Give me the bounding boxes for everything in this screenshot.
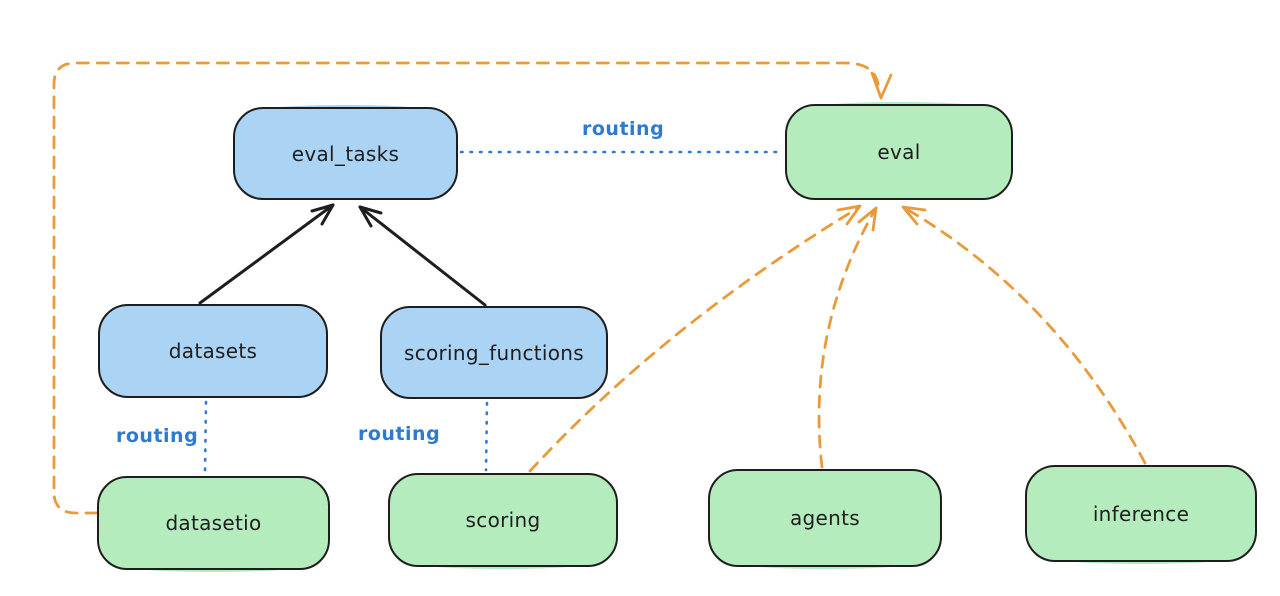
edge-agents-to-eval — [817, 206, 878, 469]
node-eval-tasks-label: eval_tasks — [291, 141, 400, 166]
arrowhead — [870, 71, 893, 100]
edge-scoring-functions-to-eval-tasks — [358, 205, 487, 307]
edge-inference-to-eval — [901, 205, 1147, 465]
arrowhead — [857, 206, 878, 232]
node-eval-label: eval — [877, 140, 921, 164]
node-scoring: scoring — [388, 473, 618, 569]
node-datasetio-label: datasetio — [165, 511, 262, 535]
arrowhead — [310, 203, 335, 226]
node-inference: inference — [1025, 465, 1257, 564]
node-scoring-label: scoring — [465, 508, 541, 532]
node-datasets-label: datasets — [168, 339, 258, 363]
edge-datasetio-to-eval — [52, 61, 893, 515]
node-datasetio: datasetio — [97, 476, 330, 572]
edge-scoring-functions-to-scoring — [484, 401, 489, 472]
edge-label-routing-eval-tasks-to-eval: routing — [582, 118, 665, 140]
node-inference-label: inference — [1092, 501, 1190, 526]
edge-label-routing-scoring-functions-to-scoring: routing — [358, 423, 441, 445]
node-eval: eval — [785, 102, 1013, 200]
node-scoring-functions: scoring_functions — [380, 306, 608, 399]
node-agents-label: agents — [790, 506, 860, 530]
node-scoring-functions-label: scoring_functions — [403, 340, 585, 365]
arrowhead — [901, 205, 927, 226]
edge-datasets-to-datasetio — [203, 400, 208, 475]
arrowhead — [358, 205, 383, 228]
node-agents: agents — [708, 469, 942, 569]
node-eval-tasks: eval_tasks — [233, 105, 458, 200]
edge-label-routing-datasets-to-datasetio: routing — [116, 425, 199, 447]
edge-datasets-to-eval-tasks — [198, 203, 335, 305]
arrowhead — [836, 204, 862, 226]
edge-scoring-to-eval — [528, 204, 862, 473]
node-datasets: datasets — [98, 304, 328, 398]
